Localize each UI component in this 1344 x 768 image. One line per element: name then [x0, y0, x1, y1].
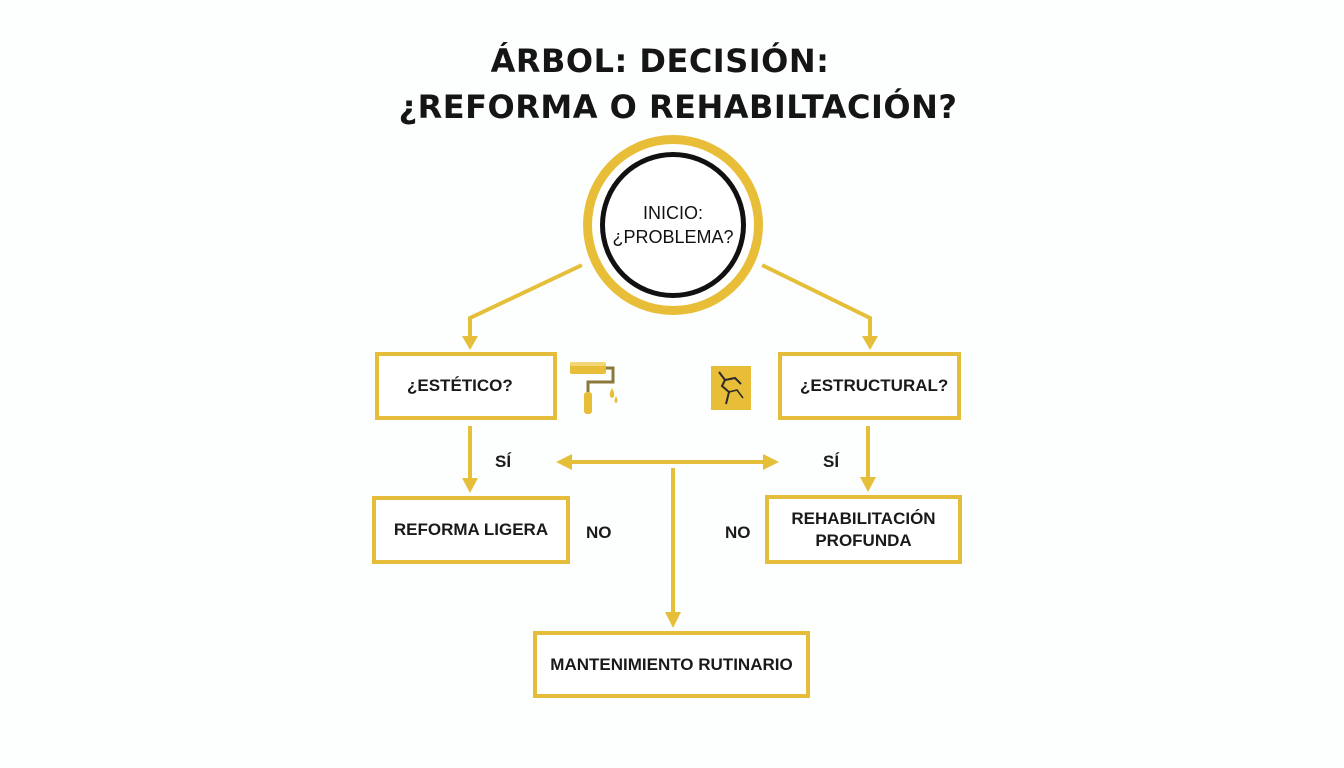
node-rehabilitacion-line1: REHABILITACIÓN: [791, 508, 936, 528]
node-reforma-ligera: REFORMA LIGERA: [372, 496, 570, 564]
arrowhead-rehab: [860, 477, 876, 492]
arrowhead-horizontal-left: [556, 454, 572, 470]
node-rehabilitacion-profunda: REHABILITACIÓN PROFUNDA: [765, 495, 962, 564]
edge-label-si-left: SÍ: [495, 452, 512, 471]
paint-roller-icon: [570, 362, 618, 414]
node-estetico: ¿ESTÉTICO?: [375, 352, 557, 420]
arrowhead-estetico: [462, 336, 478, 350]
arrowhead-reforma: [462, 478, 478, 493]
start-node: INICIO: ¿PROBLEMA?: [583, 135, 763, 315]
arrowhead-horizontal-right: [763, 454, 779, 470]
node-estructural: ¿ESTRUCTURAL?: [778, 352, 961, 420]
arrowhead-mantenimiento: [665, 612, 681, 628]
node-mantenimiento-rutinario: MANTENIMIENTO RUTINARIO: [533, 631, 810, 698]
connector-start-to-estructural: [761, 263, 872, 340]
connector-start-to-estetico: [468, 263, 583, 340]
node-estetico-label: ¿ESTÉTICO?: [407, 376, 513, 395]
edge-label-si-right: SÍ: [823, 452, 840, 471]
node-estructural-label: ¿ESTRUCTURAL?: [800, 376, 949, 395]
diagram-title-line1: ÁRBOL: DECISIÓN:: [490, 42, 830, 80]
diagram-title-line2: ¿REFORMA O REHABILTACIÓN?: [398, 88, 958, 126]
node-rehabilitacion-line2: PROFUNDA: [815, 530, 912, 550]
start-node-line1: INICIO:: [642, 203, 703, 223]
edge-label-no-left: NO: [586, 523, 612, 542]
wall-crack-icon: [711, 366, 751, 410]
node-mantenimiento-label: MANTENIMIENTO RUTINARIO: [550, 654, 793, 674]
edge-label-no-right: NO: [725, 523, 751, 542]
node-reforma-ligera-label: REFORMA LIGERA: [393, 520, 549, 539]
arrowhead-estructural: [862, 336, 878, 350]
start-node-line2: ¿PROBLEMA?: [612, 227, 734, 247]
